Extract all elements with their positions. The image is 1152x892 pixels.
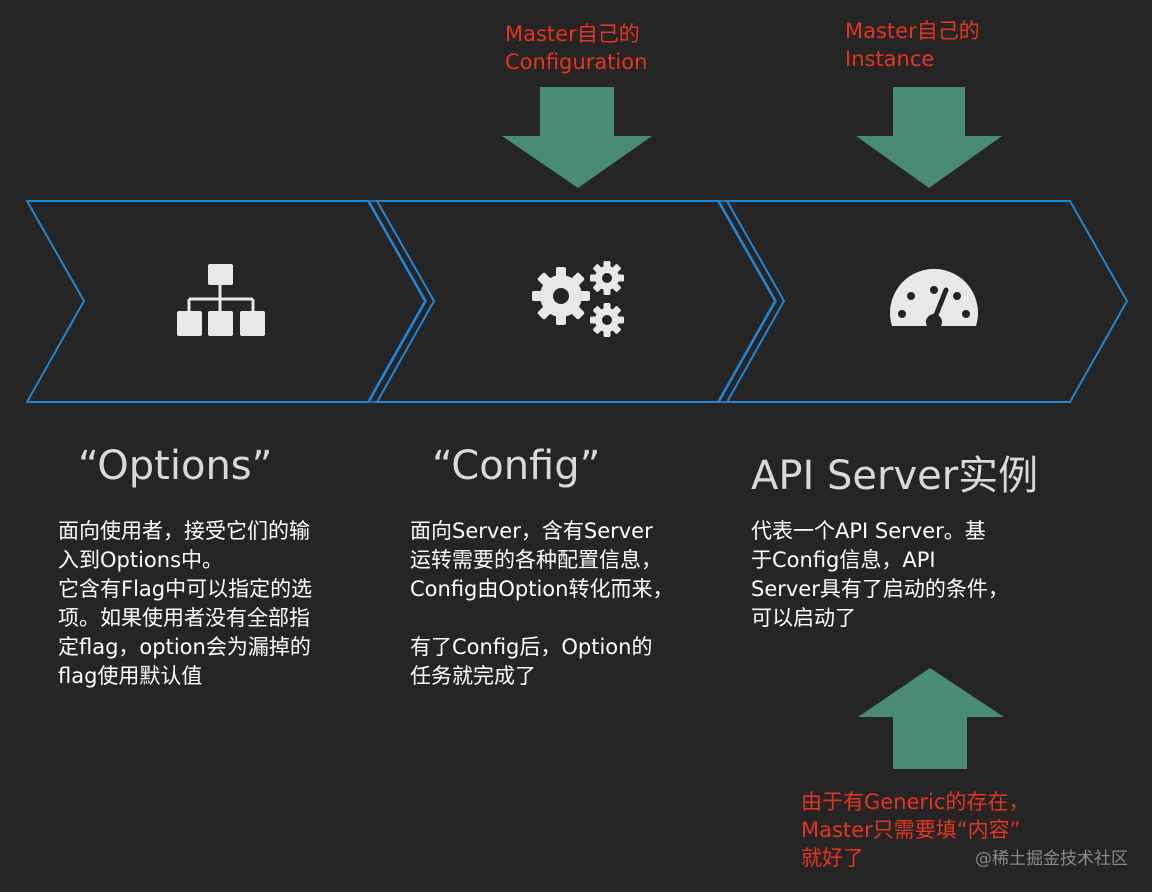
instance-input-note-line-2: Instance xyxy=(845,47,935,71)
api-server-title: API Server实例 xyxy=(751,453,1039,499)
options-description-line: 它含有Flag中可以指定的选 xyxy=(58,577,313,601)
config-description-line: 有了Config后，Option的 xyxy=(410,635,653,659)
config-input-note-line-1: Master自己的 xyxy=(505,22,640,46)
watermark: @稀土掘金技术社区 xyxy=(975,849,1128,869)
config-description-line: 面向Server，含有Server xyxy=(410,519,653,543)
api-server-description-line: Server具有了启动的条件， xyxy=(751,577,1009,601)
api-server-description-line: 于Config信息，API xyxy=(751,548,936,572)
options-title: “Options” xyxy=(78,443,273,489)
options-description-line: flag使用默认值 xyxy=(58,664,203,688)
instance-input-note-line-1: Master自己的 xyxy=(845,19,980,43)
options-description: 面向使用者，接受它们的输 入到Options中。 它含有Flag中可以指定的选 … xyxy=(58,517,312,691)
chevron-options xyxy=(25,200,435,403)
config-description-line: Config由Option转化而来， xyxy=(410,577,674,601)
options-description-line: 定flag，option会为漏掉的 xyxy=(58,635,311,659)
api-server-description-line: 代表一个API Server。基 xyxy=(751,519,986,543)
options-description-line: 面向使用者，接受它们的输 xyxy=(58,519,310,543)
options-description-line: 入到Options中。 xyxy=(58,548,224,572)
generic-note-line-1: 由于有Generic的存在， xyxy=(801,790,1030,814)
config-input-arrow xyxy=(502,87,652,188)
config-title: “Config” xyxy=(432,443,601,489)
config-description-line: 运转需要的各种配置信息， xyxy=(410,548,662,572)
api-server-description: 代表一个API Server。基 于Config信息，API Server具有了… xyxy=(751,517,1009,633)
generic-note: 由于有Generic的存在， Master只需要填“内容” 就好了 xyxy=(801,788,1029,872)
config-input-note: Master自己的 Configuration xyxy=(505,20,647,76)
instance-input-note: Master自己的 Instance xyxy=(845,17,980,73)
gears-icon xyxy=(532,261,624,337)
options-description-line: 项。如果使用者没有全部指 xyxy=(58,606,310,630)
generic-up-arrow xyxy=(858,668,1004,769)
config-input-note-line-2: Configuration xyxy=(505,50,648,74)
config-description: 面向Server，含有Server 运转需要的各种配置信息， Config由Op… xyxy=(410,517,673,691)
hierarchy-icon xyxy=(177,264,265,336)
generic-note-line-3: 就好了 xyxy=(801,846,864,870)
gauge-icon xyxy=(890,268,978,330)
chevron-api-server xyxy=(725,200,1129,403)
config-description-spacer xyxy=(410,604,673,633)
config-description-line: 任务就完成了 xyxy=(410,664,536,688)
instance-input-arrow xyxy=(856,87,1002,188)
generic-note-line-2: Master只需要填“内容” xyxy=(801,818,1021,842)
api-server-description-line: 可以启动了 xyxy=(751,606,856,630)
